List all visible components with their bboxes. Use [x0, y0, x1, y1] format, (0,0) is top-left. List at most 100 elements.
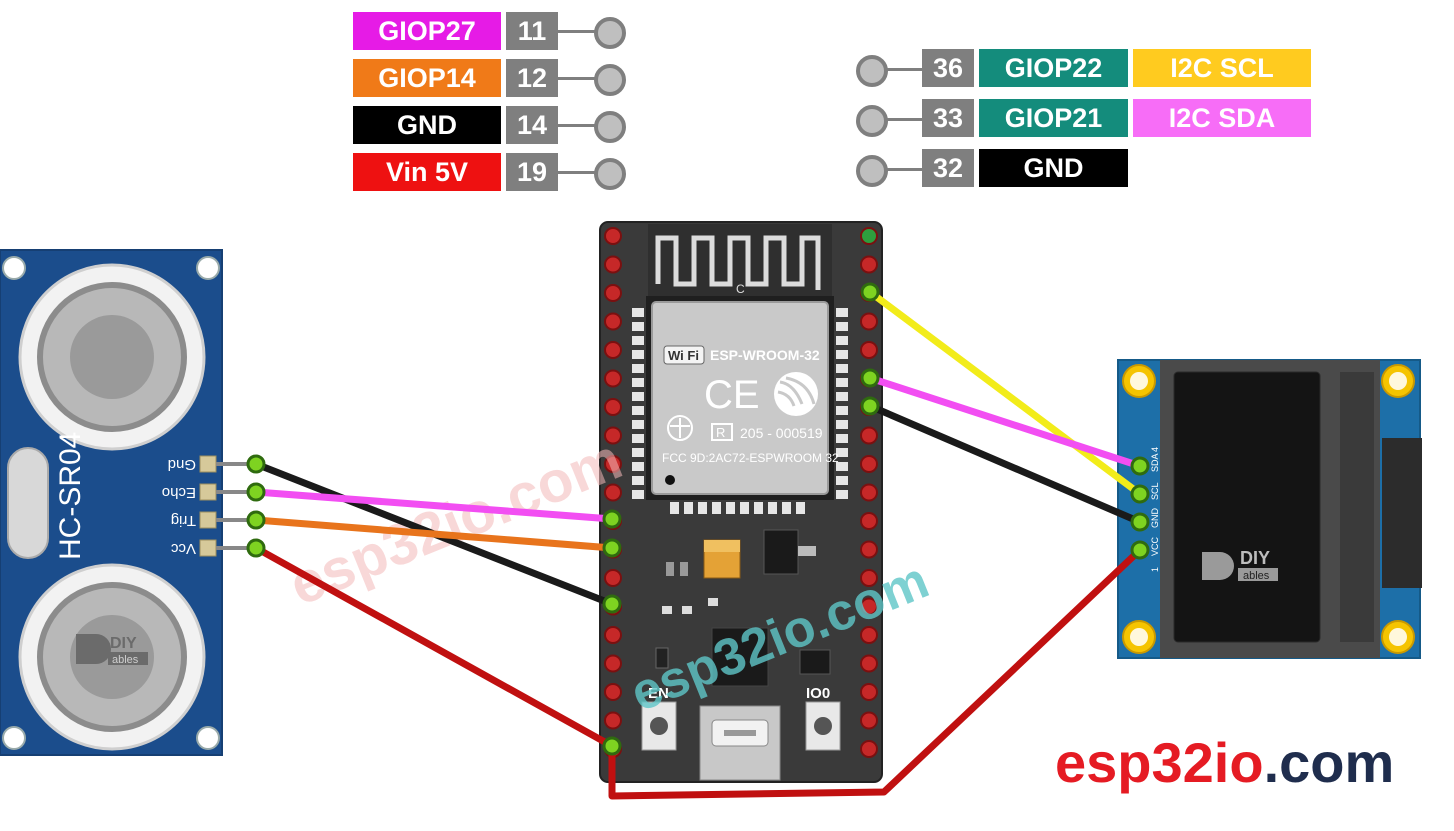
pin-dot — [594, 158, 626, 190]
espressif-logo — [774, 372, 818, 416]
pin-number-19: 19 — [506, 153, 558, 191]
wire-endpoint — [602, 594, 622, 614]
header-pin — [860, 626, 878, 644]
usb-chip — [711, 627, 769, 687]
pin-number-12: 12 — [506, 59, 558, 97]
header-pin — [604, 426, 622, 445]
header-pin — [860, 483, 878, 502]
wire-endpoint — [602, 509, 622, 529]
fcc-id: FCC 9D:2AC72-ESPWROOM 32 — [662, 451, 839, 465]
wire-endpoint — [860, 282, 880, 302]
pin-label-giop27: GIOP27 — [353, 12, 501, 50]
module-pad — [836, 364, 848, 373]
pin-leader — [558, 171, 598, 174]
header-pin — [860, 312, 878, 331]
wire-sda — [866, 374, 1144, 470]
module-pad — [632, 462, 644, 471]
pin-label-giop14: GIOP14 — [353, 59, 501, 97]
wire-endpoint — [246, 454, 266, 474]
header-pin — [604, 569, 622, 587]
module-pad — [782, 502, 791, 514]
module-pad — [836, 308, 848, 317]
svg-text:ables: ables — [112, 654, 139, 666]
r-mark: R — [716, 425, 725, 440]
ultrasonic-sensor: HC-SR04 DIY ables Gnd Echo Trig Vcc — [0, 249, 256, 756]
pin-dot — [856, 105, 888, 137]
header-pin — [860, 227, 878, 245]
header-pin — [604, 626, 622, 644]
header-pin — [604, 255, 622, 274]
module-pad — [632, 448, 644, 457]
module-pad — [796, 502, 805, 514]
pin-number-36: 36 — [922, 49, 974, 87]
wire-endpoint — [602, 538, 622, 558]
pin-label-gnd: GND — [353, 106, 501, 144]
header-pin — [604, 227, 622, 245]
pin-function-scl: I2C SCL — [1133, 49, 1311, 87]
en-button: EN — [641, 685, 677, 751]
header-pin — [604, 683, 622, 701]
header-pin — [860, 740, 878, 758]
module-pad — [836, 490, 848, 499]
header-pin — [604, 312, 622, 331]
pin-number-32: 32 — [922, 149, 974, 187]
header-pin — [860, 540, 878, 559]
pin-leader — [558, 77, 598, 80]
header-pin — [860, 341, 878, 359]
ce-mark: CE — [704, 373, 760, 417]
module-pad — [632, 378, 644, 387]
module-pad — [836, 322, 848, 331]
wires — [246, 282, 1150, 800]
oled-display: SDA SCL GND VCC 4 1 DIY ables — [1117, 359, 1422, 659]
wire-endpoint — [246, 538, 266, 558]
esp-wroom-module: Wi Fi ESP-WROOM-32 CE R 205 - 000519 FCC… — [646, 296, 839, 500]
module-name: ESP-WROOM-32 — [710, 347, 820, 363]
sensor-pin-vcc: Vcc — [170, 540, 196, 557]
brand-logo: esp32io.com — [1055, 730, 1394, 795]
wire-trig — [252, 516, 616, 552]
header-pin — [860, 569, 878, 587]
header-pin — [604, 341, 622, 359]
header-pin — [604, 369, 622, 388]
sensor-pin-echo: Echo — [162, 484, 196, 501]
oled-pin-sda: SDA — [1150, 453, 1160, 472]
module-pad — [836, 434, 848, 443]
pin-dot — [856, 155, 888, 187]
pin-dot — [594, 111, 626, 143]
header-pin — [604, 455, 622, 473]
module-pad — [740, 502, 749, 514]
wire-endpoint — [1130, 456, 1150, 476]
module-pad — [670, 502, 679, 514]
brand-part-1: esp32io — [1055, 731, 1264, 794]
wire-endpoint — [1130, 512, 1150, 532]
header-pin — [604, 398, 622, 416]
svg-text:DIY: DIY — [110, 635, 137, 652]
header-pin — [860, 711, 878, 730]
pin-number-14: 14 — [506, 106, 558, 144]
oled-pin-number-4: 4 — [1150, 447, 1160, 452]
pin-leader — [884, 168, 924, 171]
header-pin — [604, 654, 622, 673]
module-pad — [754, 502, 763, 514]
wire-gnd-oled — [866, 402, 1144, 526]
svg-text:IO0: IO0 — [806, 685, 830, 702]
wire-echo — [252, 488, 616, 523]
telec-mark — [667, 415, 693, 441]
module-pad — [632, 490, 644, 499]
module-pad — [726, 502, 735, 514]
pin-number-33: 33 — [922, 99, 974, 137]
header-pin — [860, 597, 878, 616]
module-pad — [768, 502, 777, 514]
pin-leader — [884, 68, 924, 71]
oled-pin-number-1: 1 — [1150, 567, 1160, 572]
module-pad — [632, 364, 644, 373]
module-pad — [836, 350, 848, 359]
module-pad — [836, 406, 848, 415]
header-pin — [604, 483, 622, 502]
reg-code: 205 - 000519 — [740, 425, 823, 441]
module-pad — [836, 420, 848, 429]
wire-endpoint — [860, 396, 880, 416]
diyables-logo-oled: DIY ables — [1202, 548, 1278, 582]
module-pad — [684, 502, 693, 514]
pin-label-vin: Vin 5V — [353, 153, 501, 191]
